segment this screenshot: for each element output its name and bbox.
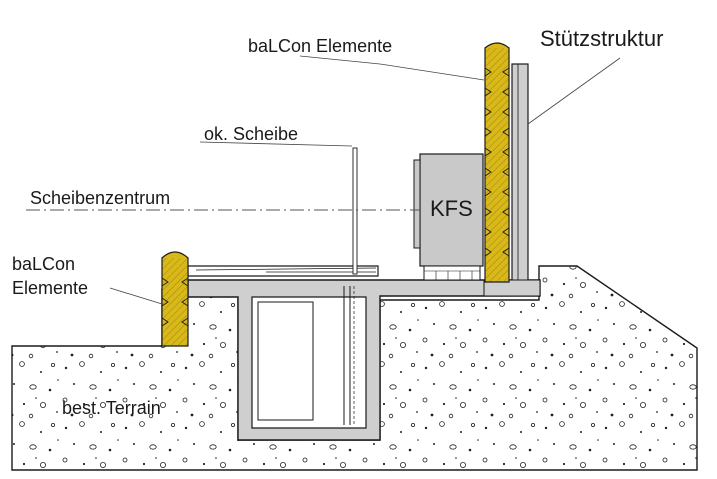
cover-slab xyxy=(187,265,379,277)
balcon-column-left-hatch xyxy=(162,258,188,346)
support-structure xyxy=(511,63,529,285)
inner-box xyxy=(257,301,314,421)
leader-balcon-left xyxy=(109,287,163,305)
cover-slab-line xyxy=(195,267,377,271)
label-balcon-left-1: baLCon xyxy=(12,254,75,274)
kfs-box xyxy=(419,153,484,267)
disc-plate xyxy=(352,147,358,275)
label-balcon-top: baLCon Elemente xyxy=(248,36,392,56)
kfs-base xyxy=(423,265,481,281)
leader-balcon-top xyxy=(299,55,485,81)
label-kfs: KFS xyxy=(430,196,473,221)
label-terrain: best. Terrain xyxy=(62,398,161,418)
label-scheibenzentrum: Scheibenzentrum xyxy=(30,188,170,208)
label-ok-scheibe: ok. Scheibe xyxy=(204,124,298,144)
leader-stuetz xyxy=(527,57,621,125)
leader-scheibe xyxy=(199,141,353,147)
support-foot xyxy=(483,279,541,297)
label-balcon-left-2: Elemente xyxy=(12,278,88,298)
balcon-column-right-hatch xyxy=(485,48,509,282)
label-stuetzstruktur: Stützstruktur xyxy=(540,26,663,51)
balcon-joints-left xyxy=(161,277,189,327)
balcon-joints-right xyxy=(484,67,510,257)
kfs-flange xyxy=(413,159,421,249)
